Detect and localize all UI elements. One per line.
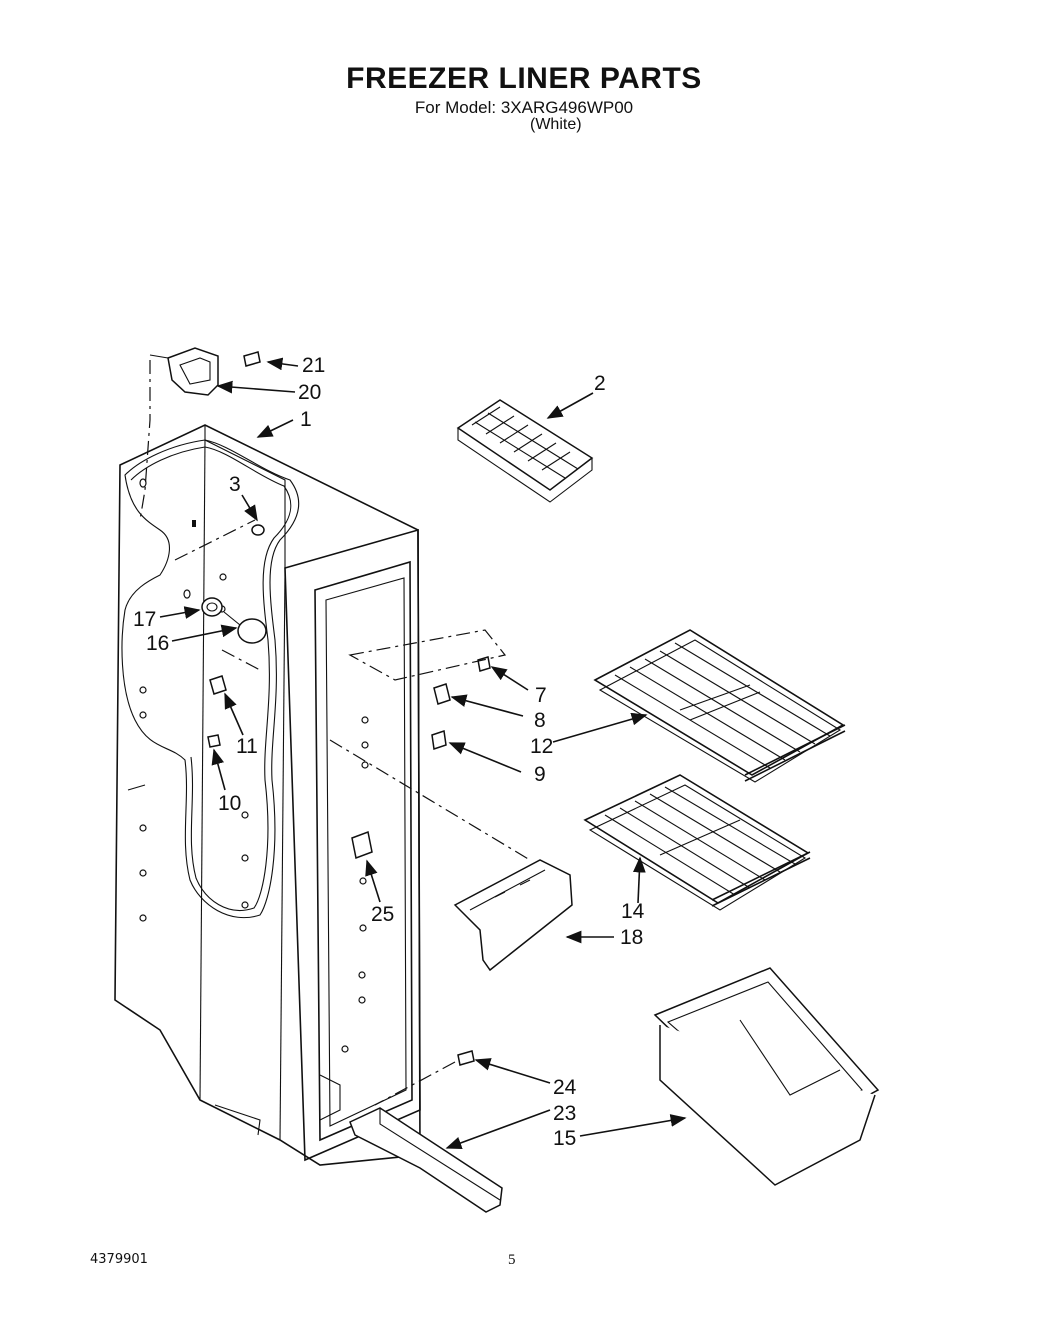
callout-12: 12 — [530, 735, 553, 758]
switch-25 — [351, 830, 373, 860]
clip-11 — [209, 675, 227, 695]
callout-14: 14 — [621, 900, 645, 923]
callout-10: 10 — [218, 792, 241, 815]
screw-24 — [457, 1050, 475, 1066]
callout-7: 7 — [535, 684, 547, 707]
ice-tray — [456, 399, 594, 503]
callout-25: 25 — [371, 903, 394, 926]
callout-16: 16 — [146, 632, 169, 655]
callout-23: 23 — [553, 1102, 576, 1125]
callout-2: 2 — [594, 372, 606, 395]
callout-9: 9 — [534, 763, 546, 786]
wire-shelf-12 — [593, 629, 846, 783]
bracket-8 — [433, 683, 451, 705]
bracket-9 — [431, 730, 447, 750]
document-number: 4379901 — [90, 1252, 148, 1267]
storage-bin-15 — [653, 967, 880, 1186]
light-socket — [201, 597, 267, 644]
light-housing — [149, 347, 261, 396]
screw-3 — [251, 524, 265, 536]
callout-20: 20 — [298, 381, 321, 404]
callout-3: 3 — [229, 473, 241, 496]
bracket-7 — [477, 656, 491, 672]
shelf-trough-18 — [453, 859, 573, 972]
wire-shelf-14 — [583, 774, 811, 911]
page-number: 5 — [508, 1252, 516, 1268]
callout-8: 8 — [534, 709, 546, 732]
callout-17: 17 — [133, 608, 156, 631]
callout-18: 18 — [620, 926, 643, 949]
callout-24: 24 — [553, 1076, 577, 1099]
bracket-23 — [349, 1107, 503, 1213]
model-line: For Model: 3XARG496WP00 — [414, 98, 634, 117]
callout-15: 15 — [553, 1127, 576, 1150]
callout-21: 21 — [302, 354, 325, 377]
freezer-liner — [114, 424, 421, 1166]
page-title: FREEZER LINER PARTS — [346, 62, 702, 95]
callout-1: 1 — [300, 408, 312, 431]
clip-10 — [207, 734, 221, 748]
callout-11: 11 — [236, 735, 258, 758]
color-line: (White) — [530, 116, 582, 133]
